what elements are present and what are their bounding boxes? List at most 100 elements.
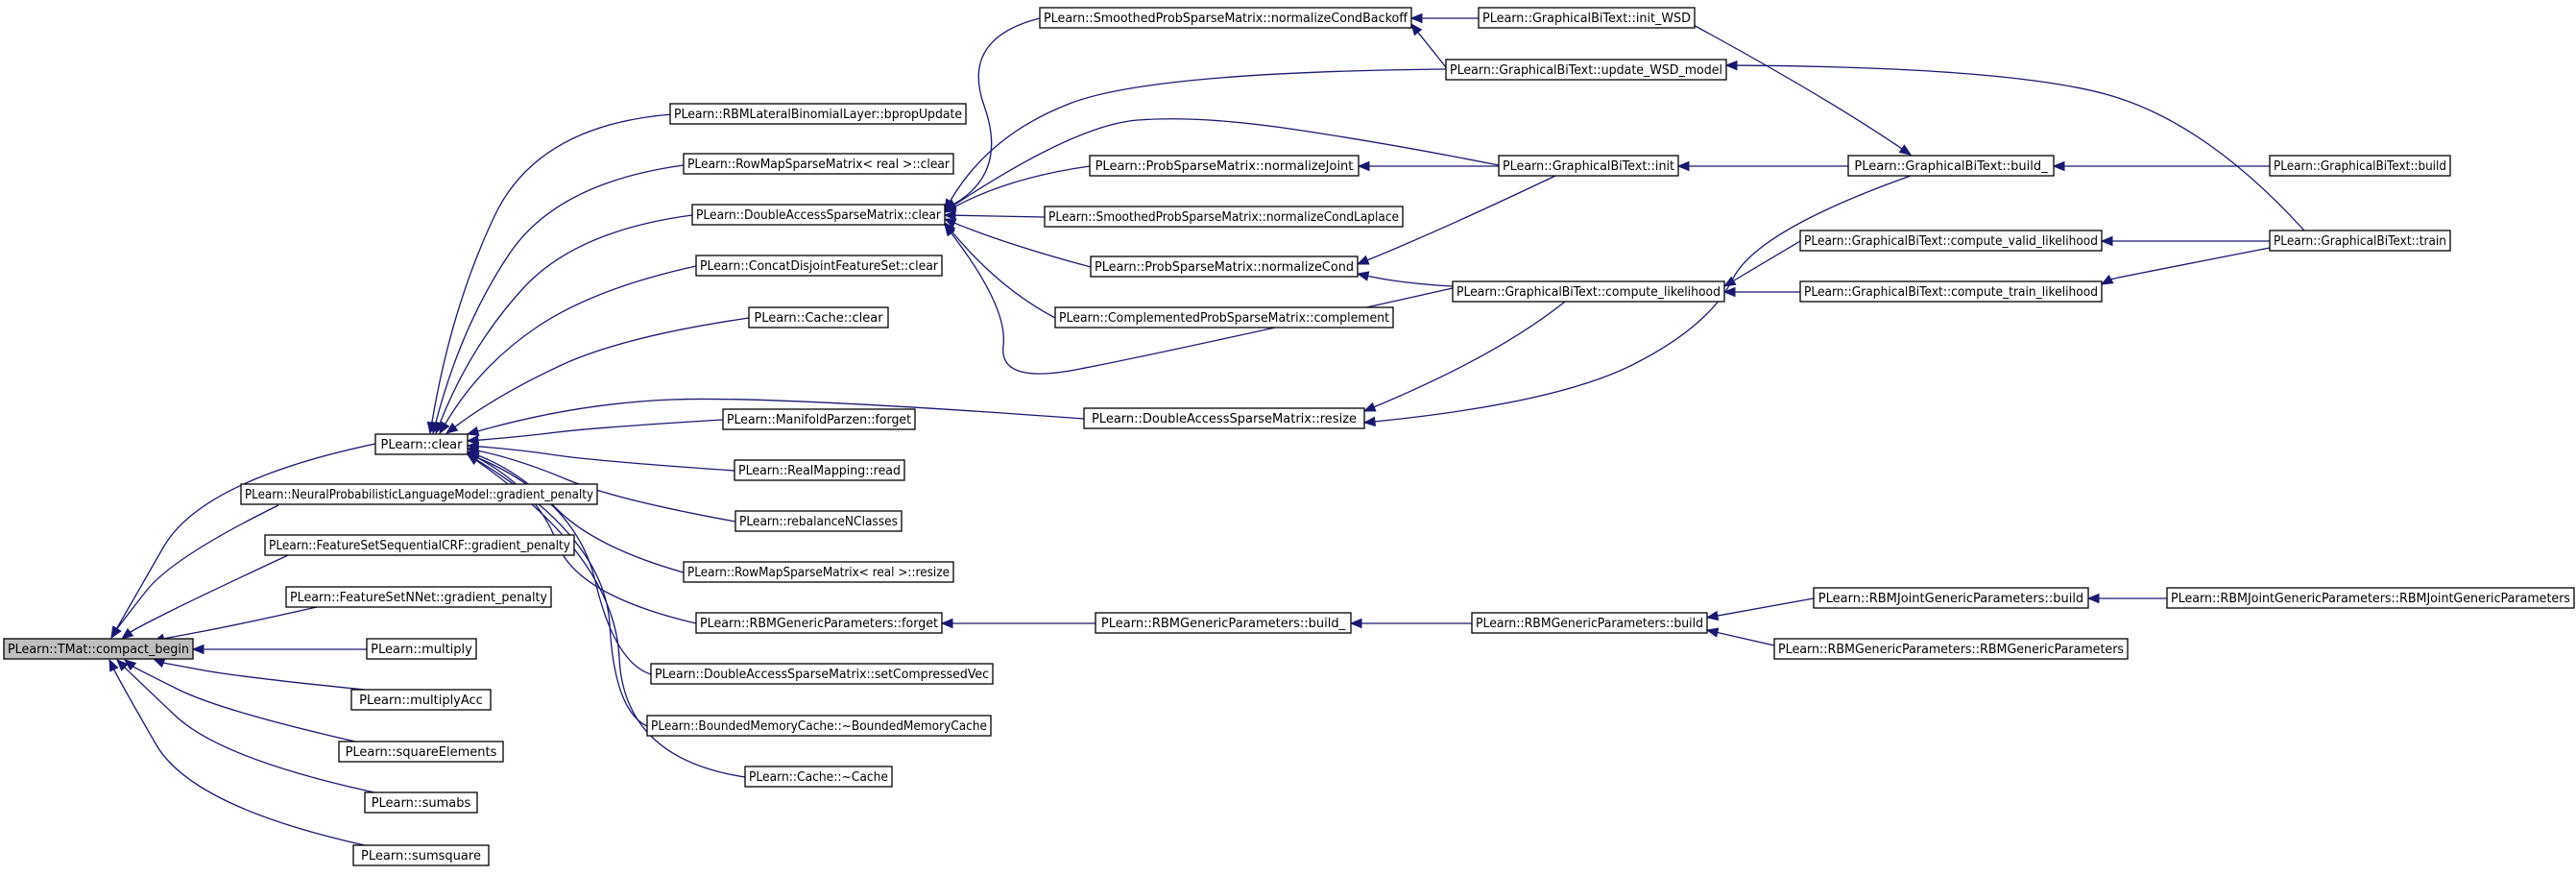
node-plearn-smoothedprobsparsematrix-normalizecondbackoff[interactable]: PLearn::SmoothedProbSparseMatrix::normal… — [1039, 7, 1412, 29]
node-label: PLearn::GraphicalBiText::compute_likelih… — [1457, 285, 1721, 300]
node-plearn-rbmgenericparameters-build[interactable]: PLearn::RBMGenericParameters::build_ — [1095, 612, 1352, 634]
arrowhead — [1356, 271, 1370, 281]
node-plearn-complementedprobsparsematrix-complement[interactable]: PLearn::ComplementedProbSparseMatrix::co… — [1054, 306, 1394, 328]
call-edge-plearn-rbmjointgenericparameters-build-to-plearn-rbmgenericparameters-build — [1705, 597, 1815, 621]
call-edge-plearn-graphicalbitext-build-to-plearn-graphicalbitext-build — [2052, 160, 2270, 172]
arrowhead — [1409, 12, 1423, 24]
node-plearn-graphicalbitext-build[interactable]: PLearn::GraphicalBiText::build_ — [1847, 155, 2055, 177]
node-plearn-graphicalbitext-update-wsd-model[interactable]: PLearn::GraphicalBiText::update_WSD_mode… — [1445, 59, 1727, 81]
call-edge-plearn-complementedprobsparsematrix-complement-to-plearn-doubleaccesssparsematrix-clear — [944, 221, 1056, 319]
node-plearn-probsparsematrix-normalizecond[interactable]: PLearn::ProbSparseMatrix::normalizeCond — [1090, 256, 1359, 278]
node-plearn-rebalancenclasses[interactable]: PLearn::rebalanceNClasses — [734, 510, 903, 532]
node-plearn-cache-cache[interactable]: PLearn::Cache::~Cache — [744, 766, 893, 788]
call-edge-plearn-graphicalbitext-compute-likelihood-to-plearn-doubleaccesssparsematrix-resize — [1362, 301, 1566, 412]
call-edge-plearn-graphicalbitext-init-wsd-to-plearn-smoothedprobsparsematrix-normalizecondbackoff — [1409, 12, 1479, 24]
node-label: PLearn::GraphicalBiText::init — [1503, 159, 1674, 174]
node-plearn-featuresetsequentialcrf-gradient-penalty[interactable]: PLearn::FeatureSetSequentialCRF::gradien… — [264, 534, 575, 556]
node-plearn-rbmgenericparameters-build[interactable]: PLearn::RBMGenericParameters::build — [1471, 612, 1708, 634]
node-plearn-neuralprobabilisticlanguagemodel-gradient-penalty[interactable]: PLearn::NeuralProbabilisticLanguageModel… — [240, 483, 598, 505]
node-plearn-graphicalbitext-compute-train-likelihood[interactable]: PLearn::GraphicalBiText::compute_train_l… — [1799, 280, 2103, 303]
node-plearn-realmapping-read[interactable]: PLearn::RealMapping::read — [734, 459, 905, 481]
node-plearn-sumabs[interactable]: PLearn::sumabs — [364, 791, 478, 814]
arrowhead — [943, 209, 956, 221]
node-plearn-squareelements[interactable]: PLearn::squareElements — [338, 741, 504, 763]
node-plearn-graphicalbitext-train[interactable]: PLearn::GraphicalBiText::train — [2269, 230, 2451, 252]
node-plearn-graphicalbitext-compute-likelihood[interactable]: PLearn::GraphicalBiText::compute_likelih… — [1452, 280, 1725, 303]
call-edge-plearn-rbmjointgenericparameters-rbmjointgenericparameters-to-plearn-rbmjointgenericparameters-build — [2086, 593, 2167, 604]
call-edge-plearn-rowmapsparsematrix-real-clear-to-plearn-clear — [430, 164, 685, 435]
node-plearn-rbmjointgenericparameters-build[interactable]: PLearn::RBMJointGenericParameters::build — [1813, 587, 2089, 609]
call-edge-plearn-manifoldparzen-forget-to-plearn-clear — [466, 419, 724, 446]
call-edge-plearn-rbmgenericparameters-build-to-plearn-rbmgenericparameters-build — [1349, 618, 1472, 629]
node-label: PLearn::GraphicalBiText::compute_valid_l… — [1804, 234, 2098, 249]
node-plearn-smoothedprobsparsematrix-normalizecondlaplace[interactable]: PLearn::SmoothedProbSparseMatrix::normal… — [1044, 206, 1404, 228]
node-plearn-rbmjointgenericparameters-rbmjointgenericparameters[interactable]: PLearn::RBMJointGenericParameters::RBMJo… — [2166, 587, 2575, 609]
node-label: PLearn::RBMGenericParameters::build — [1476, 617, 1703, 631]
node-plearn-multiply[interactable]: PLearn::multiply — [366, 638, 477, 660]
node-plearn-sumsquare[interactable]: PLearn::sumsquare — [352, 844, 490, 866]
arrowhead — [1676, 160, 1690, 172]
call-edge-plearn-neuralprobabilisticlanguagemodel-gradient-penalty-to-plearn-tmat-compact-begin — [110, 504, 279, 640]
arrowhead — [1356, 255, 1370, 265]
node-plearn-boundedmemorycache-boundedmemorycache[interactable]: PLearn::BoundedMemoryCache::~BoundedMemo… — [646, 715, 992, 737]
node-label: PLearn::multiplyAcc — [359, 694, 483, 708]
node-label: PLearn::SmoothedProbSparseMatrix::normal… — [1048, 210, 1399, 225]
node-plearn-concatdisjointfeatureset-clear[interactable]: PLearn::ConcatDisjointFeatureSet::clear — [695, 255, 943, 277]
node-label: PLearn::TMat::compact_begin — [8, 643, 189, 657]
node-label: PLearn::Cache::clear — [754, 311, 883, 326]
arrowhead — [2052, 160, 2065, 172]
node-plearn-rbmgenericparameters-forget[interactable]: PLearn::RBMGenericParameters::forget — [695, 612, 943, 634]
node-label: PLearn::clear — [380, 438, 463, 452]
call-edge-plearn-graphicalbitext-compute-train-likelihood-to-plearn-graphicalbitext-compute-likelihood — [1722, 286, 1800, 298]
node-label: PLearn::squareElements — [346, 745, 497, 760]
arrowhead — [1362, 402, 1377, 412]
node-plearn-rowmapsparsematrix-real-clear[interactable]: PLearn::RowMapSparseMatrix< real >::clea… — [683, 153, 954, 175]
arrowhead — [108, 658, 119, 672]
node-plearn-probsparsematrix-normalizejoint[interactable]: PLearn::ProbSparseMatrix::normalizeJoint — [1089, 155, 1360, 177]
arrowhead — [1722, 276, 1737, 287]
call-edge-plearn-smoothedprobsparsematrix-normalizecondlaplace-to-plearn-doubleaccesssparsematrix-clear — [943, 209, 1046, 221]
arrowhead — [2100, 274, 2114, 285]
node-label: PLearn::rebalanceNClasses — [739, 515, 898, 529]
node-label: PLearn::RBMJointGenericParameters::build — [1818, 592, 2083, 606]
node-label: PLearn::SmoothedProbSparseMatrix::normal… — [1044, 12, 1408, 26]
node-label: PLearn::RBMGenericParameters::RBMGeneric… — [1778, 643, 2124, 657]
node-plearn-clear[interactable]: PLearn::clear — [374, 433, 469, 455]
node-plearn-graphicalbitext-compute-valid-likelihood[interactable]: PLearn::GraphicalBiText::compute_valid_l… — [1799, 230, 2103, 252]
arrowhead — [110, 625, 122, 640]
node-plearn-manifoldparzen-forget[interactable]: PLearn::ManifoldParzen::forget — [722, 408, 916, 430]
node-label: PLearn::ProbSparseMatrix::normalizeJoint — [1095, 159, 1354, 174]
node-plearn-rbmgenericparameters-rbmgenericparameters[interactable]: PLearn::RBMGenericParameters::RBMGeneric… — [1773, 638, 2129, 660]
node-plearn-cache-clear[interactable]: PLearn::Cache::clear — [748, 306, 889, 328]
call-edge-plearn-graphicalbitext-train-to-plearn-graphicalbitext-compute-train-likelihood — [2100, 247, 2271, 285]
node-label: PLearn::multiply — [371, 643, 472, 657]
call-edge-plearn-sumsquare-to-plearn-tmat-compact-begin — [108, 658, 366, 846]
node-plearn-graphicalbitext-init-wsd[interactable]: PLearn::GraphicalBiText::init_WSD — [1478, 7, 1696, 29]
node-plearn-graphicalbitext-build[interactable]: PLearn::GraphicalBiText::build — [2269, 155, 2451, 177]
node-plearn-tmat-compact-begin[interactable]: PLearn::TMat::compact_begin — [3, 638, 194, 660]
node-label: PLearn::RowMapSparseMatrix< real >::clea… — [687, 158, 951, 172]
node-plearn-graphicalbitext-init[interactable]: PLearn::GraphicalBiText::init — [1498, 155, 1679, 177]
call-edge-plearn-graphicalbitext-init-to-plearn-probsparsematrix-normalizejoint — [1357, 160, 1499, 172]
call-edge-plearn-graphicalbitext-train-to-plearn-graphicalbitext-update-wsd-model — [1724, 60, 2305, 231]
node-label: PLearn::ProbSparseMatrix::normalizeCond — [1095, 260, 1354, 275]
arrowhead — [152, 658, 166, 669]
call-edge-plearn-doubleaccesssparsematrix-resize-to-plearn-clear — [466, 398, 1085, 436]
call-edge-plearn-graphicalbitext-train-to-plearn-graphicalbitext-compute-valid-likelihood — [2100, 235, 2270, 247]
node-label: PLearn::RBMLateralBinomialLayer::bpropUp… — [674, 108, 962, 122]
node-plearn-featuresetnnet-gradient-penalty[interactable]: PLearn::FeatureSetNNet::gradient_penalty — [285, 586, 552, 608]
edges — [108, 12, 2305, 846]
arrowhead — [1357, 160, 1370, 172]
node-plearn-doubleaccesssparsematrix-resize[interactable]: PLearn::DoubleAccessSparseMatrix::resize — [1083, 407, 1365, 429]
node-plearn-multiplyacc[interactable]: PLearn::multiplyAcc — [350, 689, 492, 711]
node-plearn-doubleaccesssparsematrix-setcompressedvec[interactable]: PLearn::DoubleAccessSparseMatrix::setCom… — [650, 663, 994, 685]
node-plearn-rbmlateralbinomiallayer-bpropupdate[interactable]: PLearn::RBMLateralBinomialLayer::bpropUp… — [669, 103, 967, 125]
node-label: PLearn::GraphicalBiText::update_WSD_mode… — [1450, 63, 1722, 78]
node-plearn-rowmapsparsematrix-real-resize[interactable]: PLearn::RowMapSparseMatrix< real >::resi… — [683, 561, 954, 583]
call-edge-plearn-concatdisjointfeatureset-clear-to-plearn-clear — [439, 265, 697, 435]
arrowhead — [940, 618, 953, 629]
node-label: PLearn::RBMGenericParameters::forget — [700, 617, 938, 631]
arrowhead — [445, 422, 459, 434]
node-plearn-doubleaccesssparsematrix-clear[interactable]: PLearn::DoubleAccessSparseMatrix::clear — [691, 204, 946, 226]
